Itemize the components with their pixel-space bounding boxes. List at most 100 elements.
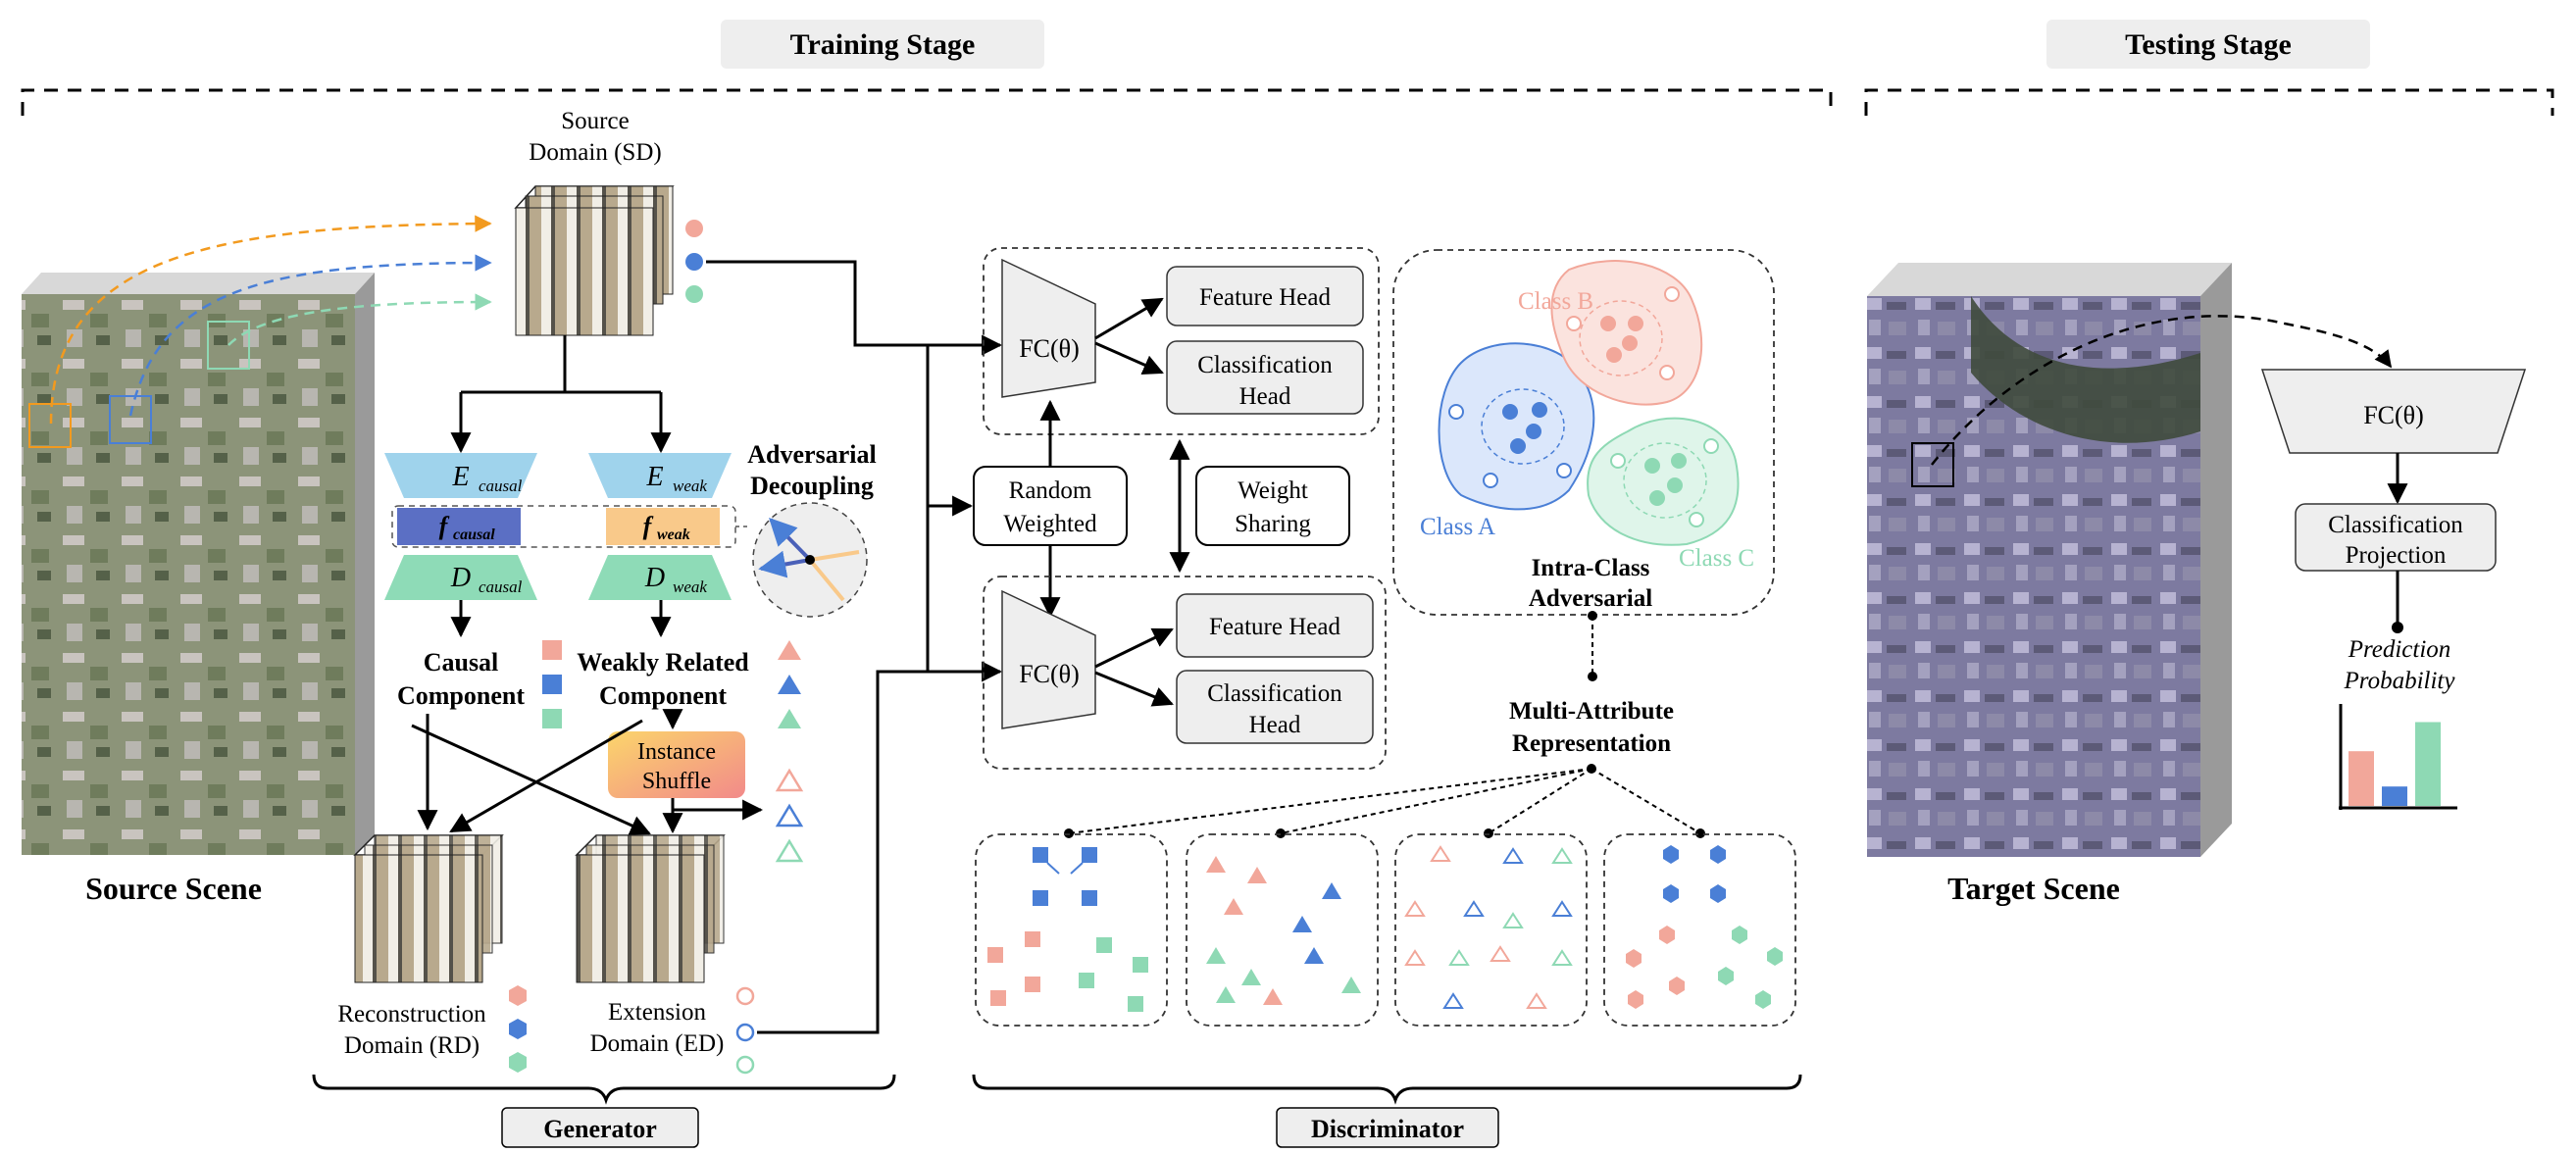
fc-lower	[1001, 589, 1096, 729]
svg-text:Domain (ED): Domain (ED)	[590, 1030, 725, 1057]
prediction-line1: Prediction	[2348, 636, 2451, 663]
svg-text:Projection: Projection	[2346, 542, 2447, 569]
extension-domain-cube: Extension Domain (ED)	[575, 834, 755, 1075]
class-b-circle-icon	[685, 220, 703, 237]
causal-branch: E causal f causal D causal	[384, 453, 537, 600]
svg-text:Classification: Classification	[1197, 352, 1333, 378]
generator-brace: Generator	[312, 1074, 896, 1148]
svg-text:FC(θ): FC(θ)	[2363, 401, 2424, 429]
causal-encoder	[384, 453, 537, 498]
svg-text:Head: Head	[1249, 712, 1301, 738]
testing-stage-title: Testing Stage	[2125, 28, 2292, 61]
target-scene-label: Target Scene	[1947, 871, 2120, 906]
generator-tag: Generator	[543, 1115, 657, 1143]
svg-text:Adversarial: Adversarial	[747, 440, 876, 469]
class-c-hollow-triangle-icon	[775, 838, 804, 863]
class-b-hexagon-icon	[509, 985, 527, 1006]
svg-text:f: f	[643, 512, 654, 540]
source-domain-cube: Source Domain (SD)	[514, 108, 703, 336]
class-a-circle-icon	[685, 253, 703, 271]
svg-text:Feature Head: Feature Head	[1199, 284, 1331, 311]
svg-text:causal: causal	[453, 526, 495, 543]
causal-feature	[397, 508, 521, 545]
svg-text:causal: causal	[479, 476, 523, 495]
svg-text:Adversarial: Adversarial	[1529, 585, 1652, 612]
weight-sharing: Weight Sharing	[1195, 466, 1350, 546]
svg-text:Head: Head	[1239, 383, 1291, 410]
multi-attr-line2: Representation	[1512, 730, 1671, 757]
discriminator-lower: FC(θ) Feature Head Classification Head	[983, 576, 1387, 770]
class-b-square-icon	[542, 640, 562, 660]
feature-dashed-frame	[391, 505, 736, 548]
classification-projection: Classification Projection	[2295, 503, 2497, 572]
fc-upper	[1001, 258, 1096, 398]
svg-text:Shuffle: Shuffle	[642, 769, 711, 794]
causal-component-line2: Component	[397, 681, 525, 710]
green-sample-arrow	[227, 293, 492, 346]
svg-text:weak: weak	[673, 577, 707, 596]
weak-encoder	[588, 453, 732, 498]
probability-chart	[2339, 704, 2457, 810]
discriminator-brace: Discriminator	[972, 1074, 1802, 1148]
svg-text:D: D	[450, 563, 471, 593]
class-a-label: Class A	[1420, 514, 1495, 540]
attribute-box-squares	[975, 833, 1168, 1027]
weak-component-line2: Component	[599, 681, 727, 710]
intra-class-adversarial: Class B Class A Class C Intra-Class Adve…	[1392, 249, 1775, 616]
testing-fc: FC(θ)	[2260, 369, 2527, 454]
class-a-square-icon	[542, 675, 562, 694]
svg-text:Extension: Extension	[608, 999, 706, 1026]
class-c-hollow-circle-icon	[735, 1055, 755, 1075]
class-c-hexagon-icon	[509, 1052, 527, 1073]
causal-decoder	[384, 555, 537, 600]
class-c-bar	[2415, 722, 2441, 806]
source-domain-line2: Domain (SD)	[529, 139, 661, 166]
class-b-triangle-icon	[778, 640, 801, 660]
class-a-hollow-triangle-icon	[775, 803, 804, 827]
target-scene: Target Scene	[1867, 263, 2232, 906]
weak-decoder	[588, 555, 732, 600]
class-a-hollow-circle-icon	[735, 1023, 755, 1042]
svg-text:Sharing: Sharing	[1235, 511, 1311, 537]
multi-attr-line1: Multi-Attribute	[1509, 698, 1674, 725]
class-c-label: Class C	[1679, 545, 1754, 572]
svg-text:Intra-Class: Intra-Class	[1532, 555, 1650, 581]
class-c-circle-icon	[685, 285, 703, 303]
class-b-label: Class B	[1518, 288, 1593, 315]
weak-branch: E weak f weak D weak	[588, 453, 732, 600]
svg-text:Weight: Weight	[1237, 477, 1308, 504]
discriminator-tag: Discriminator	[1311, 1115, 1464, 1143]
training-stage-title: Training Stage	[790, 28, 976, 61]
classification-head-lower	[1176, 670, 1374, 744]
svg-text:FC(θ): FC(θ)	[1019, 334, 1080, 363]
svg-text:E: E	[451, 462, 469, 492]
feature-head-lower	[1176, 593, 1374, 658]
class-b-hollow-triangle-icon	[775, 768, 804, 792]
svg-text:FC(θ): FC(θ)	[1019, 660, 1080, 688]
blue-sample-arrow	[128, 254, 492, 417]
discriminator-upper: FC(θ) Feature Head Classification Head	[983, 247, 1380, 435]
attribute-box-hollow-triangles	[1394, 833, 1588, 1027]
causal-component-line1: Causal	[424, 648, 499, 677]
training-stage-header: Training Stage	[21, 20, 1833, 116]
svg-text:Decoupling: Decoupling	[750, 472, 874, 500]
class-b-hollow-circle-icon	[735, 986, 755, 1006]
adversarial-decoupling: Adversarial Decoupling	[747, 440, 877, 618]
prediction-line2: Probability	[2344, 668, 2456, 694]
svg-text:Reconstruction: Reconstruction	[337, 1001, 486, 1028]
svg-text:D: D	[644, 563, 665, 593]
source-domain-line1: Source	[561, 108, 629, 134]
svg-text:Classification: Classification	[2328, 512, 2463, 538]
instance-shuffle: Instance Shuffle	[608, 731, 745, 798]
svg-text:Feature Head: Feature Head	[1209, 614, 1340, 640]
class-a-hexagon-icon	[509, 1019, 527, 1039]
class-a-triangle-icon	[778, 675, 801, 694]
source-scene-label: Source Scene	[85, 871, 262, 906]
weak-feature	[606, 508, 720, 545]
feature-head-upper	[1166, 266, 1364, 326]
class-c-square-icon	[542, 709, 562, 728]
random-weighted: Random Weighted	[973, 466, 1128, 546]
svg-text:Instance: Instance	[637, 739, 716, 765]
testing-stage-header: Testing Stage	[1864, 20, 2554, 116]
